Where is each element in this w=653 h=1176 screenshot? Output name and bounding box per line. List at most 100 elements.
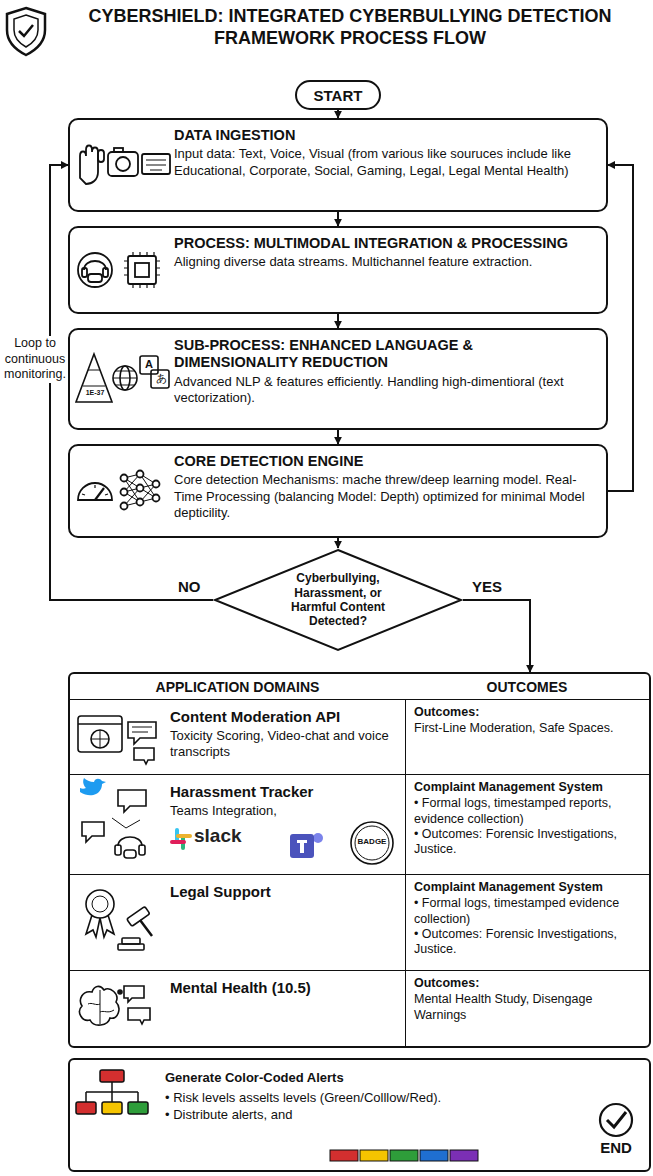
moderation-icon-part: [78, 716, 122, 752]
domain-text: Mental Health (10.5): [170, 979, 397, 997]
alert-hierarchy-icon: [76, 1070, 148, 1114]
legal-icons-part: [86, 915, 114, 937]
shield-logo-part: [14, 15, 38, 47]
engine-icons-part-part: [121, 489, 128, 496]
processing-icons-part: [82, 268, 87, 277]
moderation-icon: [78, 716, 156, 764]
engine-icons: [78, 471, 160, 510]
alert-box: Generate Color-Coded Alerts • Risk levels…: [68, 1058, 651, 1172]
terminal-text: START: [314, 87, 363, 104]
domain-text: Legal Support: [170, 883, 397, 901]
domain-text: Teams Integration,: [170, 803, 397, 819]
processing-icons-part: [128, 256, 156, 284]
moderation-icon-part: [91, 730, 109, 748]
engine-icons-part: [82, 485, 108, 495]
teams-logo: [290, 833, 323, 858]
outcome-text: Outcomes:: [414, 705, 641, 720]
legal-icons-part: [86, 890, 114, 918]
process-box: CORE DETECTION ENGINE Core detection Mech…: [68, 444, 608, 538]
process-text: Core detection Mechanisms: mache threw/d…: [174, 472, 596, 521]
outcome-cell: Complaint Management System• Formal logs…: [405, 874, 649, 970]
icon-label: A: [143, 358, 155, 370]
processing-icons-part: [103, 268, 108, 277]
engine-icons-part: [121, 471, 160, 510]
process-text: Advanced NLP & features efficiently. Han…: [174, 374, 596, 407]
process-box: PROCESS: MULTIMODAL INTEGRATION & PROCES…: [68, 226, 608, 314]
color-bar-part: [330, 1150, 358, 1161]
social-icons-part: [139, 845, 145, 855]
teams-logo-part: [290, 834, 314, 858]
domain-text: Content Moderation API: [170, 708, 397, 726]
social-icons-part: [118, 837, 142, 846]
end-check-icon-part: [607, 1112, 626, 1127]
edge-label: YES: [470, 578, 504, 595]
flow-connector: [337, 314, 339, 328]
brain-icon-part: [128, 1008, 150, 1024]
icon-label: あ: [154, 372, 168, 384]
outcome-cell: Outcomes:Mental Health Study, Disengage …: [405, 970, 649, 1046]
domain-text: Harassment Tracker: [170, 783, 397, 801]
process-text: Aligning diverse data streams. Multichan…: [174, 254, 596, 270]
alert-hierarchy-icon-part: [76, 1102, 96, 1114]
color-bar-part: [360, 1150, 388, 1161]
process-box: SUB-PROCESS: ENHANCED LANGUAGE & DIMENSI…: [68, 328, 608, 430]
outcome-cell: Outcomes:First-Line Moderation, Safe Spa…: [405, 699, 649, 774]
slack-logo-part: [170, 840, 186, 844]
domain-text: Toxicity Scoring, Video-chat and voice t…: [170, 728, 397, 761]
brain-icon-part: [124, 986, 144, 1002]
legal-icons-part: [92, 896, 108, 912]
social-icons-part: [82, 822, 104, 842]
language-icons-part: [140, 356, 158, 374]
outcome-cell: Complaint Management System• Formal logs…: [405, 774, 649, 874]
language-icons-part: [83, 370, 105, 386]
terminal-pill: START: [295, 80, 381, 110]
brain-icon-part: [118, 990, 122, 994]
processing-icons-part: [124, 252, 160, 288]
moderation-icon-part: [91, 730, 109, 748]
flow-connector: [337, 212, 339, 226]
engine-icons-part-part: [121, 475, 128, 482]
color-bar-part: [390, 1150, 418, 1161]
loop-note: Loop to continuous monitoring.: [2, 336, 68, 383]
slack-logo: [170, 828, 192, 850]
domain-cell: Legal Support: [70, 874, 405, 970]
icon-label: END: [596, 1140, 636, 1157]
brain-icon: [80, 986, 150, 1025]
table-header: APPLICATION DOMAINS: [70, 674, 405, 699]
engine-icons-part-part: [153, 481, 160, 488]
processing-icons-part: [135, 263, 149, 277]
alert-text: Generate Color-Coded Alerts: [165, 1070, 589, 1087]
legal-icons-part: [122, 938, 140, 944]
engine-icons-part-part: [137, 499, 144, 506]
shield-logo-part: [7, 8, 45, 55]
processing-icons-part: [78, 253, 112, 287]
engine-icons-part: [95, 488, 104, 500]
end-check-icon-part: [600, 1104, 632, 1136]
moderation-icon-part: [78, 723, 122, 725]
outcome-text: First-Line Moderation, Safe Spaces.: [414, 721, 641, 736]
decision-text: Cyberbullying, Harassment, or Harmful Co…: [276, 571, 400, 629]
color-bar-part: [420, 1150, 448, 1161]
diamond-shape: [215, 550, 461, 650]
alert-text: • Risk levels asselts levels (Green/Coll…: [165, 1090, 589, 1107]
engine-icons-part-part: [124, 474, 156, 506]
ingestion-icons: [80, 146, 170, 185]
process-box: DATA INGESTIONInput data: Text, Voice, V…: [68, 118, 608, 212]
domain-cell: Harassment TrackerTeams Integration,: [70, 774, 405, 874]
processing-icons: [78, 252, 160, 288]
shield-logo: [7, 8, 45, 55]
ingestion-icons-part: [146, 160, 166, 170]
outcome-text: Outcomes:: [414, 976, 641, 991]
decision-diamond: Cyberbullying, Harassment, or Harmful Co…: [213, 548, 463, 652]
ingestion-icons-part: [80, 146, 98, 185]
edge-label: NO: [176, 578, 203, 595]
process-text: CORE DETECTION ENGINE: [174, 453, 596, 470]
alert-hierarchy-icon-part: [128, 1102, 148, 1114]
process-text: SUB-PROCESS: ENHANCED LANGUAGE & DIMENSI…: [174, 337, 596, 372]
moderation-icon-part: [134, 748, 154, 764]
engine-icons-part: [78, 483, 112, 500]
flow-connector: [608, 165, 633, 491]
process-text: Input data: Text, Voice, Visual (from va…: [174, 146, 596, 179]
alert-hierarchy-icon-part: [100, 1070, 124, 1082]
